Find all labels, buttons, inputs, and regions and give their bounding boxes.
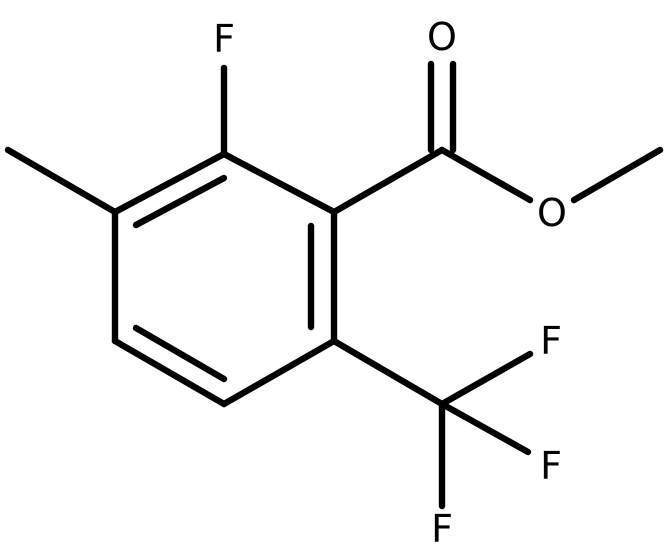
bond-cf3-f-upper — [438, 350, 534, 408]
bond-c-o-ester — [438, 146, 534, 204]
atom-label-f-cf3-middle: F — [540, 444, 562, 488]
atom-label-f-cf3-lower: F — [431, 507, 453, 551]
bond-ring-c6-c1 — [111, 150, 228, 216]
bond-ring-carbonyl-c — [330, 146, 446, 216]
benzene-ring — [111, 150, 338, 408]
bond-ring-c4-c5 — [111, 337, 228, 408]
atom-label-f-ortho: F — [213, 17, 235, 61]
bond-ring-c3-c4 — [220, 337, 338, 408]
atom-label-f-cf3-upper: F — [540, 319, 562, 363]
bond-o-methyl — [570, 146, 664, 204]
bond-cf3-f-middle — [438, 400, 532, 456]
bond-methyl — [4, 146, 119, 216]
bond-ring-c4-c5-inner — [132, 324, 228, 383]
atom-label-o-ester: O — [537, 191, 567, 235]
atom-label-o-carbonyl: O — [427, 15, 457, 59]
bond-ring-cf3 — [330, 337, 446, 408]
bond-ring-c6-c1-inner — [132, 174, 228, 229]
bond-ring-c1-c2 — [220, 150, 338, 216]
